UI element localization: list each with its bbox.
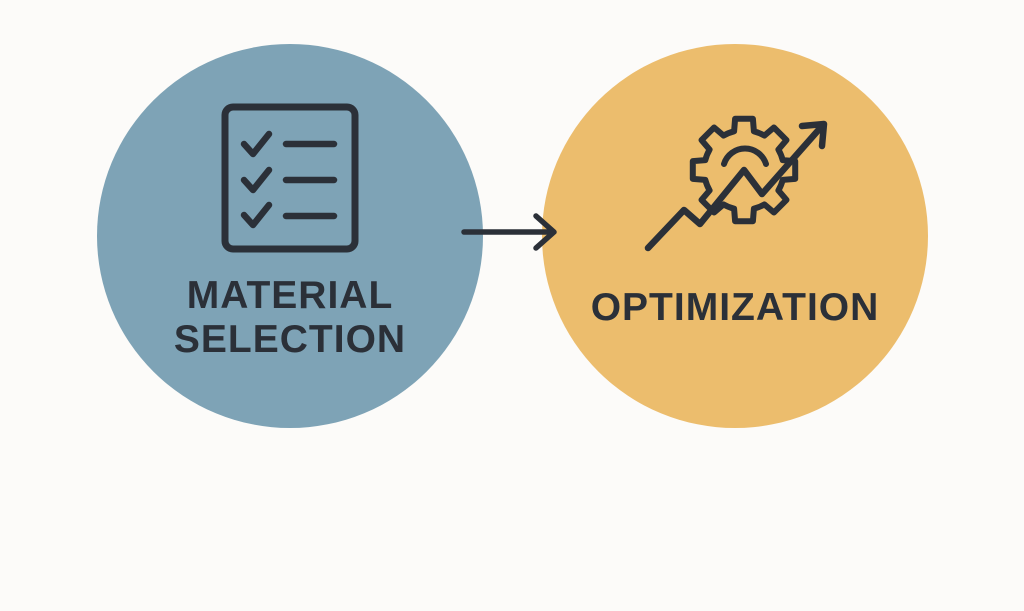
arrow-right-icon: [461, 213, 557, 251]
material-selection-label-line-1: MATERIAL: [186, 274, 394, 317]
checklist-icon: [221, 103, 359, 253]
optimization-label: OPTIMIZATION: [590, 286, 880, 329]
gear-trend-icon: [644, 115, 828, 252]
material-selection-label: MATERIAL SELECTION: [97, 274, 483, 362]
optimization-circle: [542, 44, 928, 428]
material-selection-label-line-2: SELECTION: [173, 318, 407, 361]
